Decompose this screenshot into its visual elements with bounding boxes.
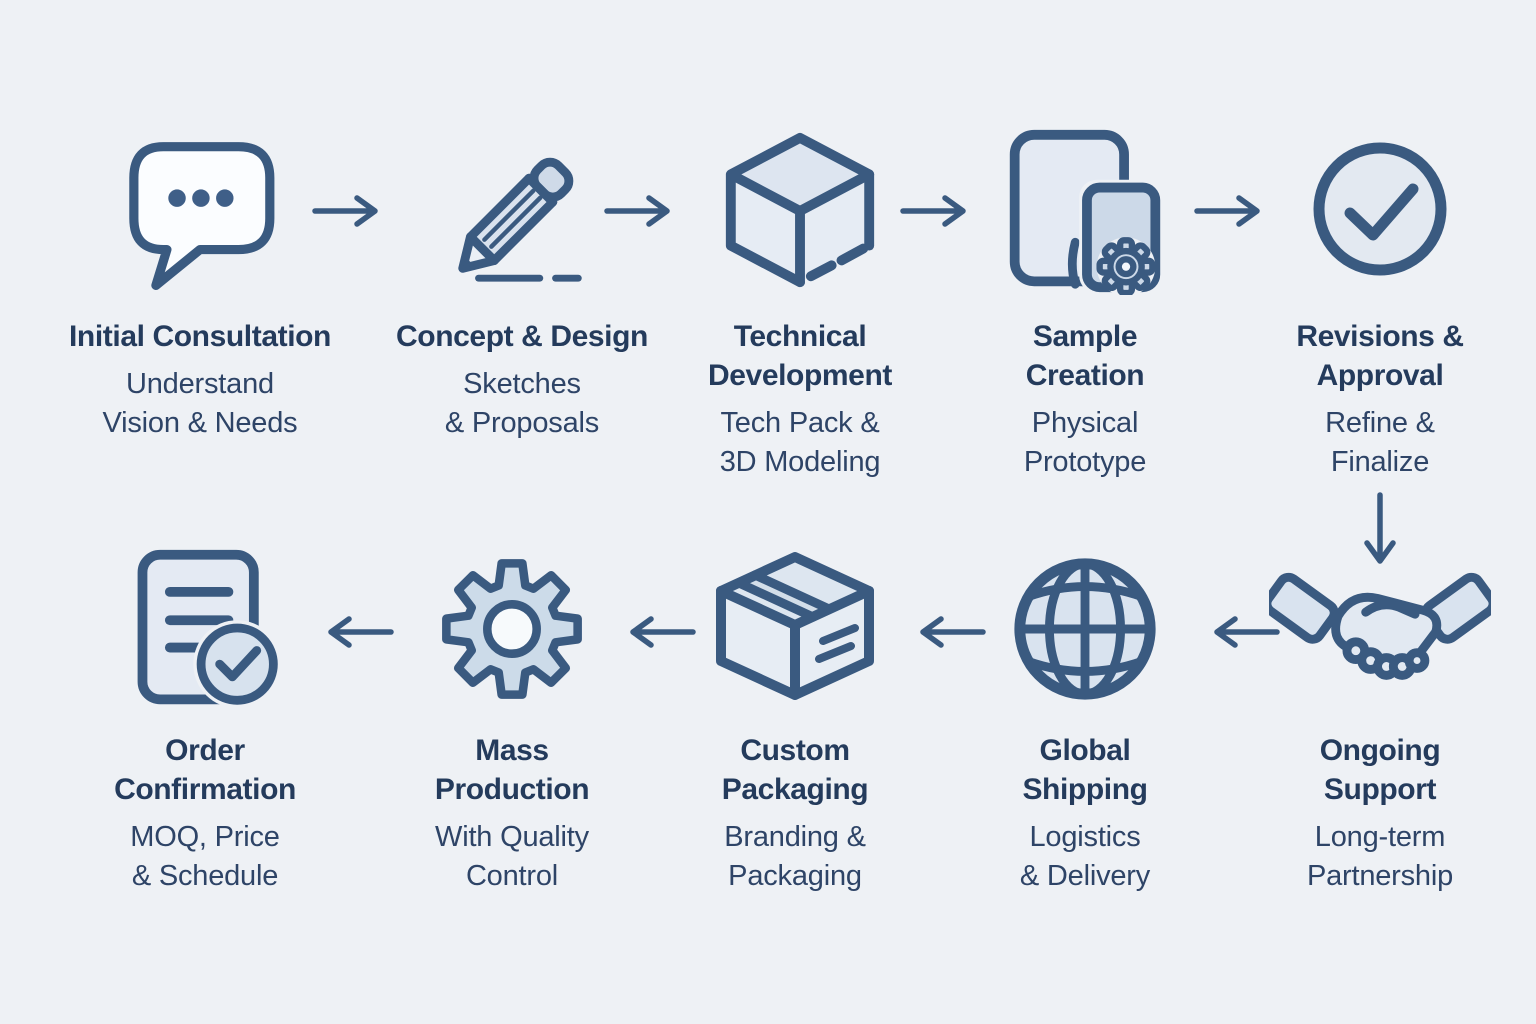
step-revisions-approval: Revisions & Approval Refine & Finalize — [1210, 118, 1536, 482]
step-subtitle: Physical Prototype — [1023, 407, 1147, 478]
step-initial-consultation: Initial Consultation Understand Vision &… — [30, 118, 370, 443]
cube-3d-icon — [715, 118, 885, 304]
flow-arrow-down-icon — [1364, 492, 1396, 564]
step-subtitle: Branding & Packaging — [724, 821, 866, 892]
chat-bubble-icon — [121, 118, 279, 304]
document-check-icon — [121, 540, 289, 718]
handshake-icon — [1269, 540, 1491, 718]
step-ongoing-support: Ongoing Support Long-term Partnership — [1210, 540, 1536, 896]
step-title: Technical Development — [708, 320, 892, 392]
pencil-icon — [443, 118, 601, 304]
step-title: Initial Consultation — [69, 320, 331, 353]
step-concept-design: Concept & Design Sketches & Proposals — [352, 118, 692, 443]
step-title: Global Shipping — [1022, 734, 1148, 806]
step-custom-packaging: Custom Packaging Branding & Packaging — [625, 540, 965, 896]
step-subtitle: Long-term Partnership — [1306, 821, 1454, 892]
step-order-confirmation: Order Confirmation MOQ, Price & Schedule — [35, 540, 375, 896]
flow-arrow-right-icon — [604, 195, 670, 227]
step-subtitle: Tech Pack & 3D Modeling — [719, 407, 881, 478]
step-subtitle: MOQ, Price & Schedule — [130, 821, 280, 892]
step-subtitle: Logistics & Delivery — [1019, 821, 1151, 892]
step-title: Order Confirmation — [114, 734, 296, 806]
flow-arrow-left-icon — [1214, 616, 1280, 648]
step-subtitle: Understand Vision & Needs — [102, 368, 298, 439]
step-title: Custom Packaging — [721, 734, 869, 806]
flow-arrow-right-icon — [312, 195, 378, 227]
step-title: Mass Production — [434, 734, 590, 806]
step-global-shipping: Global Shipping Logistics & Delivery — [915, 540, 1255, 896]
step-sample-creation: Sample Creation Physical Prototype — [915, 118, 1255, 482]
step-title: Revisions & Approval — [1296, 320, 1464, 392]
flow-arrow-left-icon — [920, 616, 986, 648]
step-technical-development: Technical Development Tech Pack & 3D Mod… — [630, 118, 970, 482]
globe-icon — [1005, 540, 1165, 718]
flow-arrow-left-icon — [630, 616, 696, 648]
prototype-devices-gear-icon — [1001, 118, 1169, 304]
step-mass-production: Mass Production With Quality Control — [342, 540, 682, 896]
step-subtitle: Sketches & Proposals — [444, 368, 600, 439]
flow-arrow-right-icon — [900, 195, 966, 227]
check-circle-icon — [1305, 118, 1455, 304]
flow-arrow-left-icon — [328, 616, 394, 648]
step-subtitle: With Quality Control — [435, 821, 589, 892]
flow-arrow-right-icon — [1194, 195, 1260, 227]
step-subtitle: Refine & Finalize — [1325, 407, 1435, 478]
step-title: Sample Creation — [1025, 320, 1145, 392]
step-title: Ongoing Support — [1319, 734, 1441, 806]
gear-icon — [436, 540, 588, 718]
package-box-icon — [707, 540, 883, 718]
step-title: Concept & Design — [396, 320, 648, 353]
